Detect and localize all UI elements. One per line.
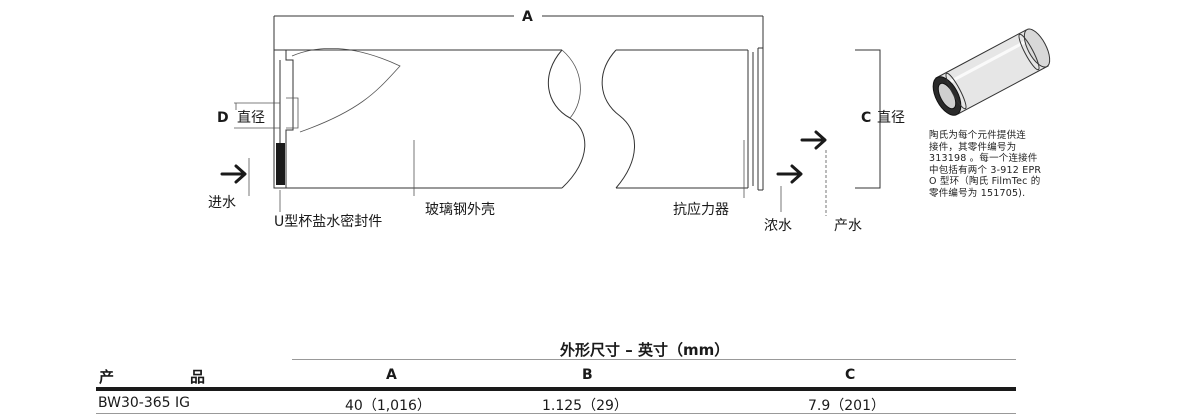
end-cap-left — [273, 48, 401, 189]
dimension-c-label: C — [861, 110, 871, 126]
product-header-char-2: 品 — [190, 368, 206, 386]
column-header-b: B — [582, 367, 593, 383]
anti-telescoping-label: 抗应力器 — [673, 201, 729, 218]
permeate-arrow — [800, 130, 827, 150]
table-rule-thick — [96, 387, 1016, 391]
column-header-a: A — [386, 367, 397, 383]
dimension-a-label: A — [522, 9, 533, 25]
table-title: 外形尺寸 – 英寸（mm） — [560, 341, 730, 359]
membrane-element-diagram: A D 直径 进水 U型杯盐水密封件 — [208, 9, 1051, 234]
end-cap-right — [747, 47, 764, 191]
interconnector-note: 陶氏为每个元件提供连 接件，其零件编号为 313198 。每一个连接件 中包括有… — [929, 130, 1057, 199]
dimension-d-diameter-label: 直径 — [237, 109, 265, 126]
table-cell-c: 7.9（201） — [808, 398, 885, 414]
note-line: 中包括有两个 3-912 EPR — [929, 164, 1042, 176]
table-cell-a: 40（1,016） — [345, 398, 431, 414]
table-rule-bottom — [96, 413, 1016, 414]
dimension-d-label: D — [217, 110, 229, 126]
note-line: 313198 。每一个连接件 — [929, 153, 1038, 164]
note-line: 零件编号为 151705). — [929, 187, 1026, 199]
table-rule-top — [292, 359, 1016, 360]
shell-right-segment — [601, 49, 748, 189]
feed-water-arrow — [220, 164, 247, 184]
brine-seal-band — [276, 143, 285, 185]
dimension-d-lines — [234, 102, 280, 129]
fiberglass-shell-label: 玻璃钢外壳 — [425, 201, 495, 218]
note-line: 陶氏为每个元件提供连 — [929, 130, 1027, 141]
note-line: 接件，其零件编号为 — [929, 141, 1017, 153]
column-header-c: C — [845, 367, 856, 383]
product-header-char-1: 产 — [99, 368, 115, 386]
concentrate-label: 浓水 — [764, 218, 792, 234]
note-line: O 型环（陶氏 FilmTec 的 — [929, 176, 1041, 187]
dimension-c-bracket — [855, 49, 881, 189]
table-cell-product: BW30-365 IG — [98, 395, 190, 411]
brine-seal-label: U型杯盐水密封件 — [274, 213, 382, 230]
table-cell-b: 1.125（29） — [542, 398, 628, 414]
permeate-label: 产水 — [834, 218, 862, 234]
concentrate-arrow — [776, 164, 803, 184]
shell-left-segment — [286, 49, 586, 189]
feed-water-label: 进水 — [208, 195, 236, 211]
interconnector-tube-illustration — [932, 28, 1051, 116]
dimension-c-diameter-label: 直径 — [877, 109, 905, 126]
dimension-a-line — [273, 15, 764, 50]
